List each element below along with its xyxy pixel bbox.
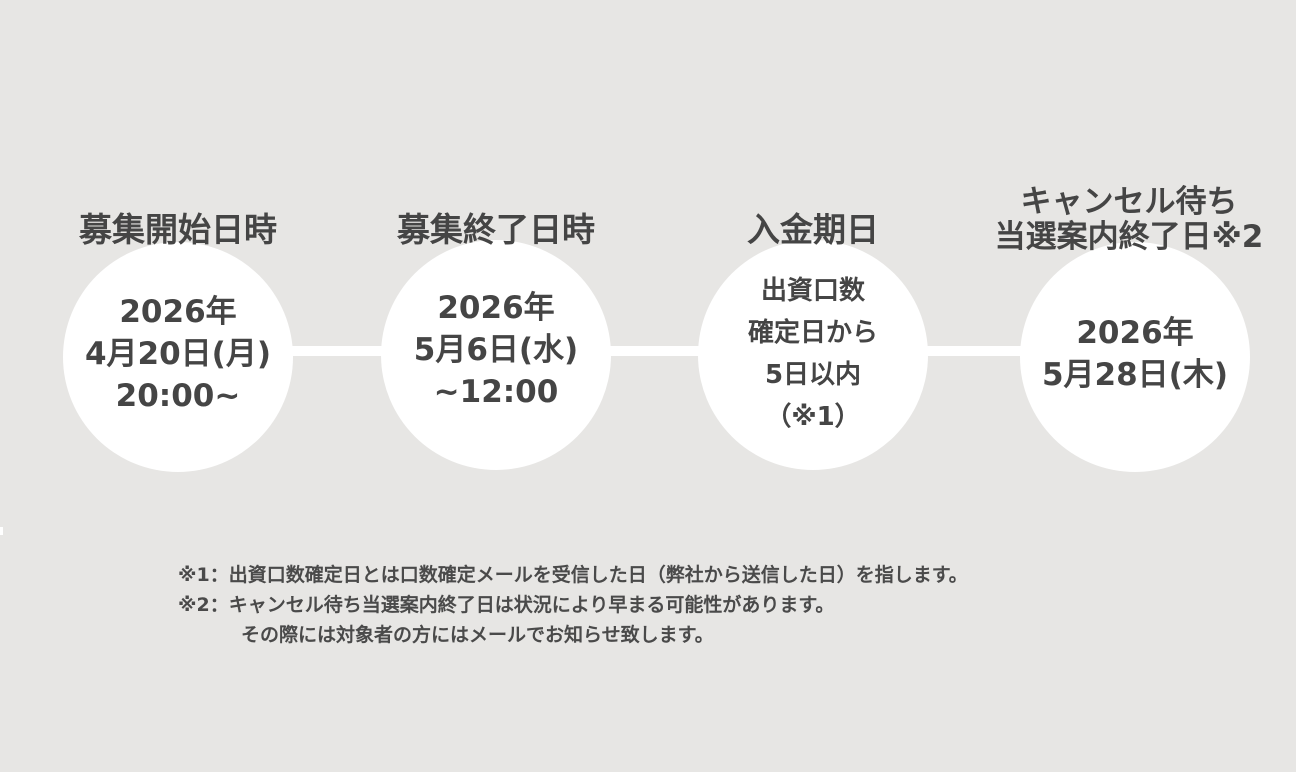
step-3-line-4: （※1） bbox=[765, 402, 861, 432]
step-3-line-2: 確定日から bbox=[747, 318, 878, 348]
step-title-waitlist-end: キャンセル待ち 当選案内終了日※2 bbox=[995, 185, 1264, 255]
footnote-2-continuation: その際には対象者の方にはメールでお知らせ致します。 bbox=[241, 624, 714, 646]
step-title-waitlist-end-line-2: 当選案内終了日※2 bbox=[994, 219, 1264, 255]
edge-marker bbox=[0, 527, 3, 535]
connector-line-1 bbox=[290, 346, 384, 356]
step-circle-recruit-end: 2026年 5月6日(水) ~12:00 bbox=[381, 240, 611, 470]
schedule-timeline: 2026年 4月20日(月) 20:00~ 募集開始日時 2026年 5月6日(… bbox=[63, 185, 1264, 472]
step-circle-payment-due: 出資口数 確定日から 5日以内 （※1） bbox=[698, 240, 928, 470]
step-1-line-2: 4月20日(月) bbox=[84, 336, 272, 372]
step-circle-recruit-start: 2026年 4月20日(月) 20:00~ bbox=[63, 242, 293, 472]
footnote-1: ※1：出資口数確定日とは口数確定メールを受信した日（弊社から送信した日）を指しま… bbox=[178, 564, 968, 586]
step-2-line-3: ~12:00 bbox=[433, 374, 559, 410]
step-3-line-1: 出資口数 bbox=[760, 276, 865, 306]
step-4-line-2: 5月28日(木) bbox=[1041, 357, 1229, 393]
step-title-recruit-end: 募集終了日時 bbox=[397, 210, 595, 249]
connector-line-2 bbox=[608, 346, 701, 356]
step-1-line-1: 2026年 bbox=[119, 294, 237, 330]
step-2-line-2: 5月6日(水) bbox=[413, 332, 579, 368]
connector-line-3 bbox=[925, 346, 1023, 356]
step-1-line-3: 20:00~ bbox=[115, 378, 241, 414]
step-4-line-1: 2026年 bbox=[1076, 315, 1194, 351]
footnotes: ※1：出資口数確定日とは口数確定メールを受信した日（弊社から送信した日）を指しま… bbox=[178, 560, 968, 650]
footnote-2: ※2：キャンセル待ち当選案内終了日は状況により早まる可能性があります。 bbox=[178, 594, 835, 616]
step-circle-waitlist-end: 2026年 5月28日(木) bbox=[1020, 242, 1250, 472]
step-2-line-1: 2026年 bbox=[437, 290, 555, 326]
step-3-line-3: 5日以内 bbox=[764, 360, 862, 390]
step-title-waitlist-end-line-1: キャンセル待ち bbox=[1020, 184, 1238, 220]
step-title-recruit-start: 募集開始日時 bbox=[79, 210, 277, 249]
step-title-payment-due: 入金期日 bbox=[747, 210, 879, 249]
